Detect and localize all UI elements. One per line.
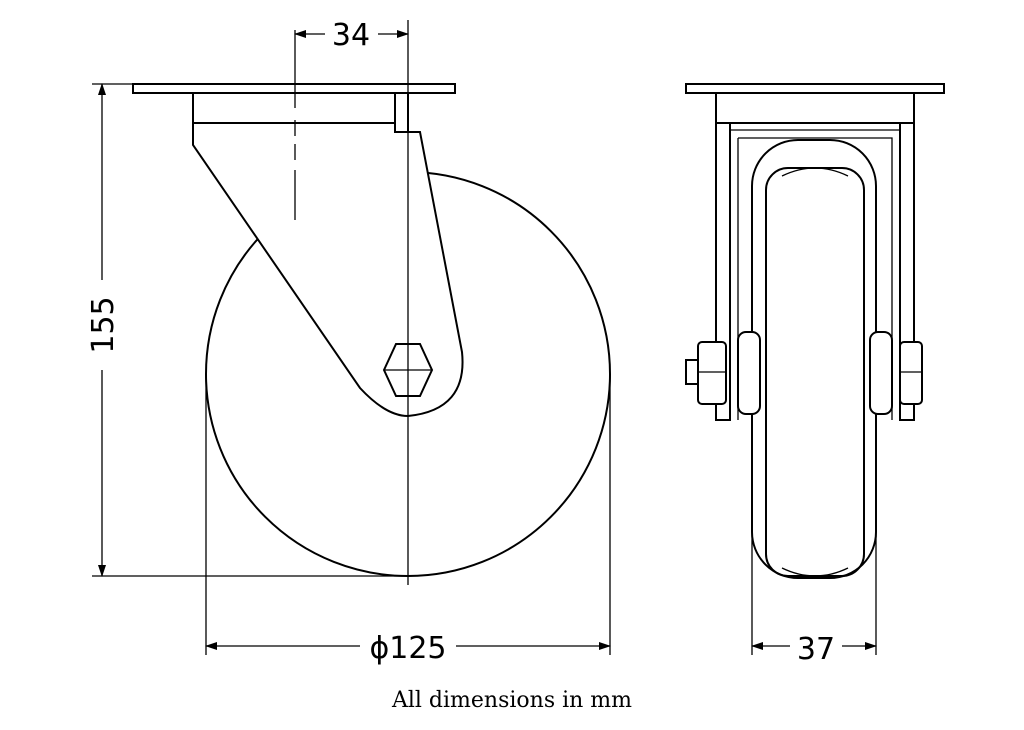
front-axle-head <box>697 341 727 405</box>
dim-offset-label: 34 <box>332 18 370 53</box>
front-axle-nut <box>899 341 923 405</box>
front-tyre <box>751 139 877 579</box>
side-top-plate <box>132 83 456 94</box>
front-top-plate <box>685 83 945 94</box>
side-view <box>92 20 611 655</box>
dim-height-label: 155 <box>86 296 121 353</box>
side-fork-arm <box>192 122 464 418</box>
units-caption: All dimensions in mm <box>391 688 633 713</box>
dim-diameter-label: ϕ125 <box>369 631 446 666</box>
dim-width-label: 37 <box>797 632 835 667</box>
dimensions: 34 155 ϕ125 37 <box>86 18 877 667</box>
front-view <box>685 83 945 655</box>
side-swivel-block <box>192 92 396 124</box>
